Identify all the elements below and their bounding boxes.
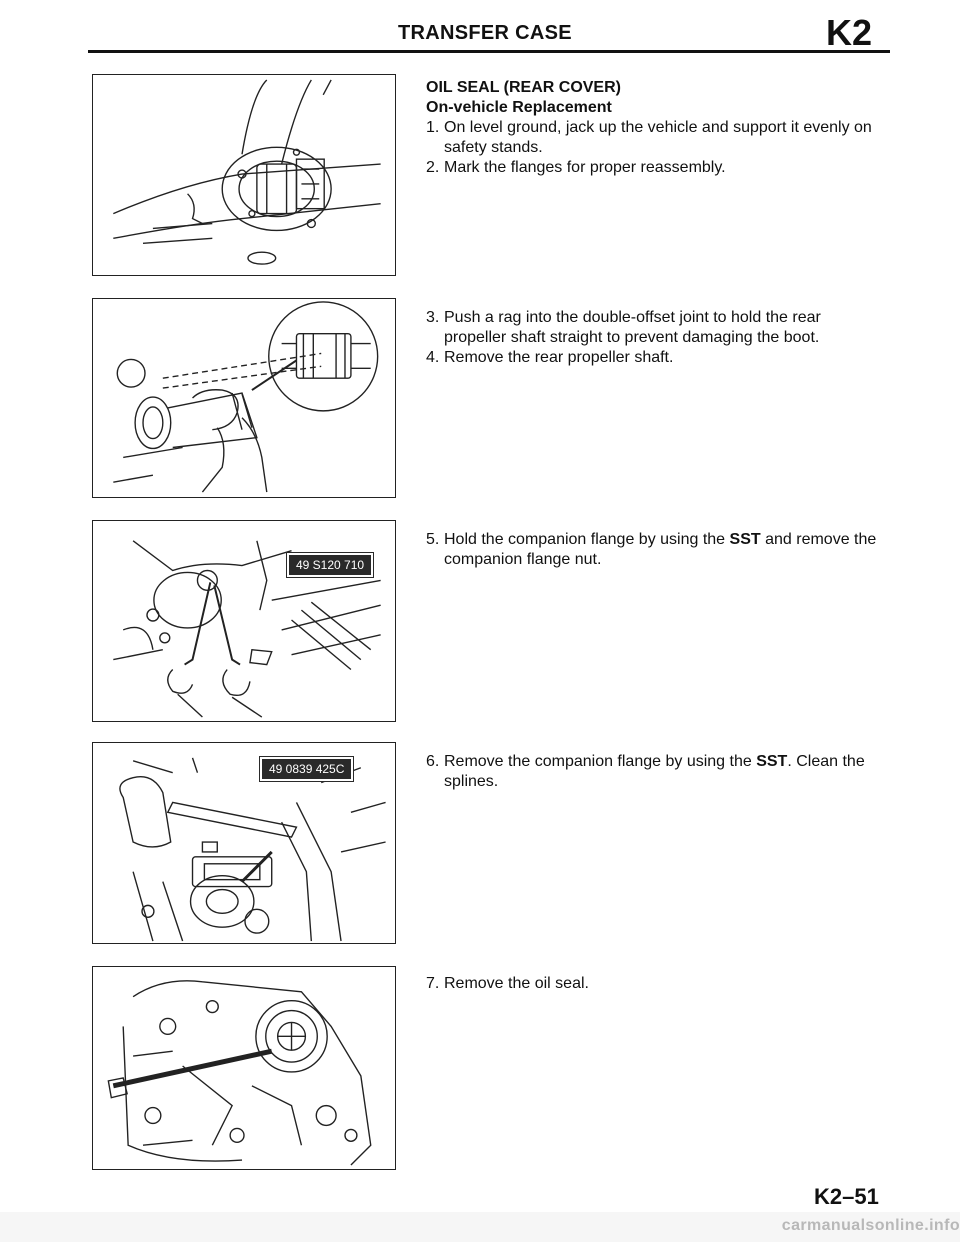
steps-block-1: OIL SEAL (REAR COVER) On-vehicle Replace… [426, 78, 886, 178]
step-text-before: Remove the companion flange by using the [444, 753, 757, 770]
step-list-1: 1.On level ground, jack up the vehicle a… [426, 118, 886, 178]
figure-5-drawing [107, 980, 372, 1166]
figure-remove-companion-flange: 49 0839 425C [92, 742, 396, 944]
page-header: TRANSFER CASE K2 [0, 0, 960, 60]
step-text-sst: SST [729, 531, 761, 548]
figure-3-drawing [113, 540, 381, 718]
step-item: 3.Push a rag into the double-offset join… [426, 308, 886, 348]
step-item: 4.Remove the rear propeller shaft. [426, 348, 886, 368]
step-text-before: Hold the companion flange by using the [444, 531, 730, 548]
header-rule [88, 50, 890, 53]
step-number: 3. [426, 309, 440, 326]
watermark-text: carmanualsonline.info [781, 1217, 960, 1234]
step-text: Remove the rear propeller shaft. [444, 349, 674, 366]
step-item: 7.Remove the oil seal. [426, 974, 886, 994]
step-list-2: 3.Push a rag into the double-offset join… [426, 308, 886, 368]
step-number: 6. [426, 753, 440, 770]
figure-propeller-shaft-flange [92, 74, 396, 276]
section-code: K2 [826, 12, 873, 53]
step-list-3: 5.Hold the companion flange by using the… [426, 530, 886, 570]
step-list-4: 6.Remove the companion flange by using t… [426, 752, 886, 792]
step-text: Push a rag into the double-offset joint … [444, 309, 821, 346]
step-text-sst: SST [756, 753, 788, 770]
procedure-title: OIL SEAL (REAR COVER) [426, 79, 621, 96]
step-number: 1. [426, 119, 440, 136]
figure-rag-into-joint [92, 298, 396, 498]
figure-remove-oil-seal [92, 966, 396, 1170]
steps-block-4: 6.Remove the companion flange by using t… [426, 752, 886, 792]
step-number: 2. [426, 159, 440, 176]
step-number: 4. [426, 349, 440, 366]
procedure-subtitle: On-vehicle Replacement [426, 99, 612, 116]
figure-2-drawing [113, 301, 379, 493]
step-text: Remove the oil seal. [444, 975, 589, 992]
sst-label-490839425c: 49 0839 425C [258, 756, 355, 782]
step-item: 6.Remove the companion flange by using t… [426, 752, 886, 792]
step-item: 5.Hold the companion flange by using the… [426, 530, 886, 570]
figure-1-drawing [113, 79, 381, 265]
step-number: 5. [426, 531, 440, 548]
figure-hold-companion-flange: 49 S120 710 [92, 520, 396, 722]
step-item: 2.Mark the flanges for proper reassembly… [426, 158, 886, 178]
steps-block-2: 3.Push a rag into the double-offset join… [426, 308, 886, 368]
step-text-after: and remove the companion flange nut. [444, 531, 877, 568]
step-number: 7. [426, 975, 440, 992]
step-item: 1.On level ground, jack up the vehicle a… [426, 118, 886, 158]
footer-band [0, 1212, 960, 1242]
sst-label-49s120710: 49 S120 710 [285, 552, 375, 578]
steps-block-5: 7.Remove the oil seal. [426, 974, 886, 994]
step-text: Mark the flanges for proper reassembly. [444, 159, 726, 176]
steps-block-3: 5.Hold the companion flange by using the… [426, 530, 886, 570]
step-text: On level ground, jack up the vehicle and… [444, 119, 872, 156]
step-list-5: 7.Remove the oil seal. [426, 974, 886, 994]
section-title: TRANSFER CASE [398, 22, 572, 44]
step-text-after: . Clean the splines. [444, 753, 865, 790]
page-number: K2–51 [814, 1184, 879, 1209]
